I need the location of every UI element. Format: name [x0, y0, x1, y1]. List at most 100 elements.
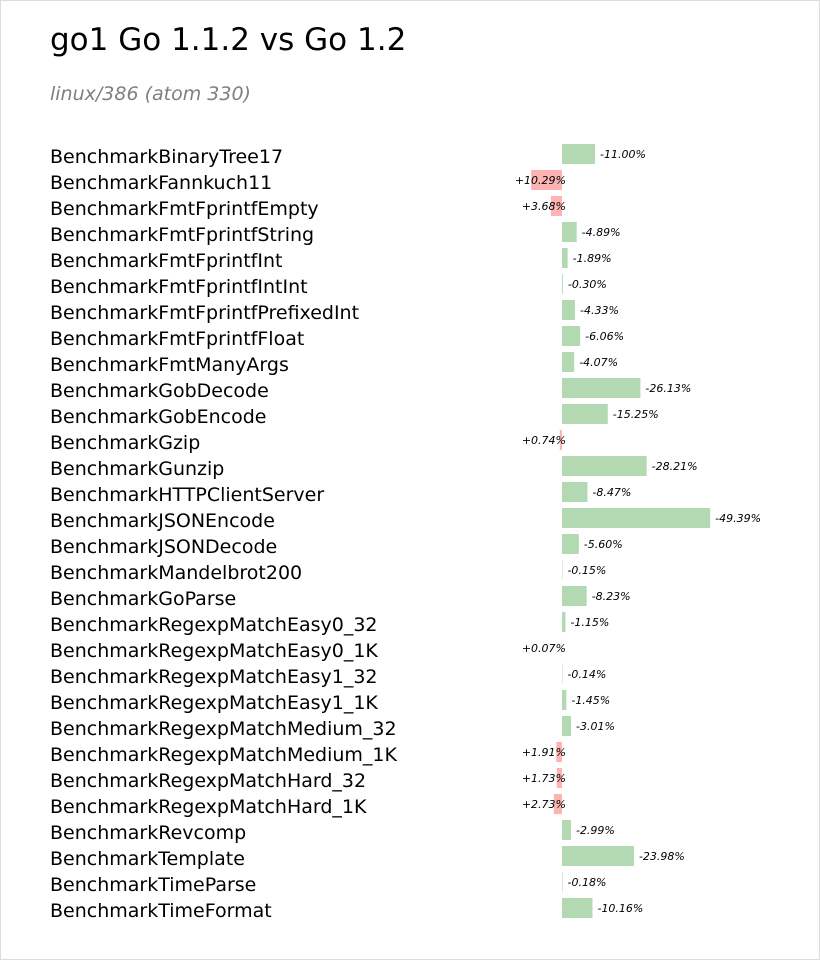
benchmark-label: BenchmarkRegexpMatchHard_1K — [50, 796, 367, 818]
benchmark-label: BenchmarkFannkuch11 — [50, 172, 272, 194]
bar-row: BenchmarkFmtFprintfInt-1.89% — [50, 248, 612, 272]
bar-row: BenchmarkRegexpMatchEasy1_1K-1.45% — [50, 690, 610, 714]
benchmark-label: BenchmarkTemplate — [50, 848, 245, 870]
percent-change-label: +3.68% — [522, 200, 566, 213]
percent-change-label: -0.14% — [567, 668, 606, 681]
benchmark-label: BenchmarkRegexpMatchMedium_1K — [50, 744, 398, 766]
improvement-bar — [562, 404, 608, 424]
bar-row: BenchmarkGzip +0.74% — [50, 430, 566, 454]
benchmark-label: BenchmarkTimeFormat — [50, 900, 272, 922]
chart-title: go1 Go 1.1.2 vs Go 1.2 — [50, 22, 407, 58]
improvement-bar — [562, 846, 634, 866]
improvement-bar — [562, 690, 567, 710]
bar-row: BenchmarkFannkuch11 +10.29% — [50, 170, 566, 194]
bar-row: BenchmarkFmtManyArgs-4.07% — [50, 352, 618, 376]
bar-row: BenchmarkFmtFprintfIntInt -0.30% — [50, 274, 607, 298]
improvement-bar — [562, 144, 595, 164]
improvement-bar — [562, 300, 575, 320]
percent-change-label: -1.45% — [571, 694, 610, 707]
percent-change-label: -8.47% — [592, 486, 631, 499]
benchmark-label: BenchmarkRegexpMatchEasy0_1K — [50, 640, 378, 662]
bar-row: BenchmarkTimeParse -0.18% — [50, 872, 606, 896]
benchmark-label: BenchmarkFmtFprintfFloat — [50, 328, 304, 350]
benchmark-label: BenchmarkHTTPClientServer — [50, 484, 324, 506]
improvement-bar — [562, 482, 588, 502]
bar-row: BenchmarkTemplate -23.98% — [50, 846, 685, 870]
regression-bar — [550, 196, 562, 216]
percent-change-label: -6.06% — [585, 330, 624, 343]
regression-bar — [556, 768, 562, 788]
improvement-bar — [562, 222, 577, 242]
benchmark-label: BenchmarkGobEncode — [50, 406, 267, 428]
bar-row: BenchmarkRegexpMatchMedium_32-3.01% — [50, 716, 615, 740]
percent-change-label: +2.73% — [522, 798, 566, 811]
percent-change-label: -0.30% — [568, 278, 607, 291]
bar-row: BenchmarkRegexpMatchEasy1_32 -0.14% — [50, 664, 606, 688]
improvement-bar — [562, 274, 563, 294]
benchmark-label: BenchmarkFmtFprintfInt — [50, 250, 282, 272]
bar-row: BenchmarkRegexpMatchEasy0_1K +0.07% — [50, 638, 566, 662]
benchmark-label: BenchmarkGunzip — [50, 458, 224, 480]
improvement-bar — [562, 612, 566, 632]
percent-change-label: +1.73% — [522, 772, 566, 785]
benchmark-label: BenchmarkFmtFprintfIntInt — [50, 276, 308, 298]
bar-row: BenchmarkRegexpMatchEasy0_32 -1.15% — [50, 612, 609, 636]
percent-change-label: +0.07% — [522, 642, 566, 655]
bar-row: BenchmarkGobDecode-26.13% — [50, 378, 691, 402]
benchmark-label: BenchmarkGzip — [50, 432, 200, 454]
regression-bar — [531, 170, 562, 190]
bar-row: BenchmarkFmtFprintfEmpty +3.68% — [50, 196, 566, 220]
percent-change-label: -2.99% — [576, 824, 615, 837]
benchmark-label: BenchmarkFmtManyArgs — [50, 354, 289, 376]
benchmark-label: BenchmarkFmtFprintfString — [50, 224, 314, 246]
bar-row: BenchmarkMandelbrot200-0.15% — [50, 560, 606, 584]
percent-change-label: -11.00% — [600, 148, 646, 161]
bar-row: BenchmarkGoParse -8.23% — [50, 586, 631, 610]
percent-change-label: -23.98% — [639, 850, 685, 863]
regression-bar — [556, 742, 562, 762]
improvement-bar — [562, 326, 581, 346]
bar-row: BenchmarkTimeFormat -10.16% — [50, 898, 643, 922]
bar-row: BenchmarkFmtFprintfFloat -6.06% — [50, 326, 624, 350]
percent-change-label: +0.74% — [522, 434, 566, 447]
benchmark-label: BenchmarkFmtFprintfPrefixedInt — [50, 302, 359, 324]
regression-bar — [553, 794, 562, 814]
benchmark-label: BenchmarkGoParse — [50, 588, 236, 610]
percent-change-label: -0.15% — [567, 564, 606, 577]
benchmark-label: BenchmarkTimeParse — [50, 874, 256, 896]
percent-change-label: -0.18% — [568, 876, 607, 889]
percent-change-label: -1.15% — [570, 616, 609, 629]
percent-change-label: +1.91% — [522, 746, 566, 759]
improvement-bar — [562, 820, 571, 840]
bar-row: BenchmarkBinaryTree17 -11.00% — [50, 144, 646, 168]
improvement-bar — [562, 508, 711, 528]
bar-row: BenchmarkJSONDecode-5.60% — [50, 534, 623, 558]
bar-row: BenchmarkHTTPClientServer -8.47% — [50, 482, 631, 506]
bar-row: BenchmarkRevcomp-2.99% — [50, 820, 615, 844]
percent-change-label: -4.33% — [580, 304, 619, 317]
benchmark-label: BenchmarkRegexpMatchEasy1_32 — [50, 666, 378, 688]
benchmark-label: BenchmarkBinaryTree17 — [50, 146, 283, 168]
percent-change-label: -10.16% — [597, 902, 643, 915]
bar-row: BenchmarkRegexpMatchHard_1K +2.73% — [50, 794, 566, 818]
regression-bar — [559, 430, 562, 450]
percent-change-label: +10.29% — [515, 174, 566, 187]
bar-row: BenchmarkFmtFprintfPrefixedInt -4.33% — [50, 300, 619, 324]
percent-change-label: -28.21% — [652, 460, 698, 473]
benchmark-label: BenchmarkRegexpMatchMedium_32 — [50, 718, 397, 740]
benchmark-label: BenchmarkRegexpMatchHard_32 — [50, 770, 366, 792]
chart-subtitle: linux/386 (atom 330) — [50, 83, 251, 105]
benchmark-label: BenchmarkRegexpMatchEasy0_32 — [50, 614, 378, 636]
bar-row: BenchmarkJSONEncode-49.39% — [50, 508, 761, 532]
percent-change-label: -26.13% — [645, 382, 691, 395]
improvement-bar — [562, 898, 593, 918]
bar-row: BenchmarkGunzip -28.21% — [50, 456, 698, 480]
percent-change-label: -8.23% — [592, 590, 631, 603]
improvement-bar — [562, 456, 647, 476]
improvement-bar — [562, 872, 563, 892]
benchmark-label: BenchmarkFmtFprintfEmpty — [50, 198, 319, 220]
improvement-bar — [562, 352, 575, 372]
percent-change-label: -15.25% — [613, 408, 659, 421]
percent-change-label: -5.60% — [584, 538, 623, 551]
